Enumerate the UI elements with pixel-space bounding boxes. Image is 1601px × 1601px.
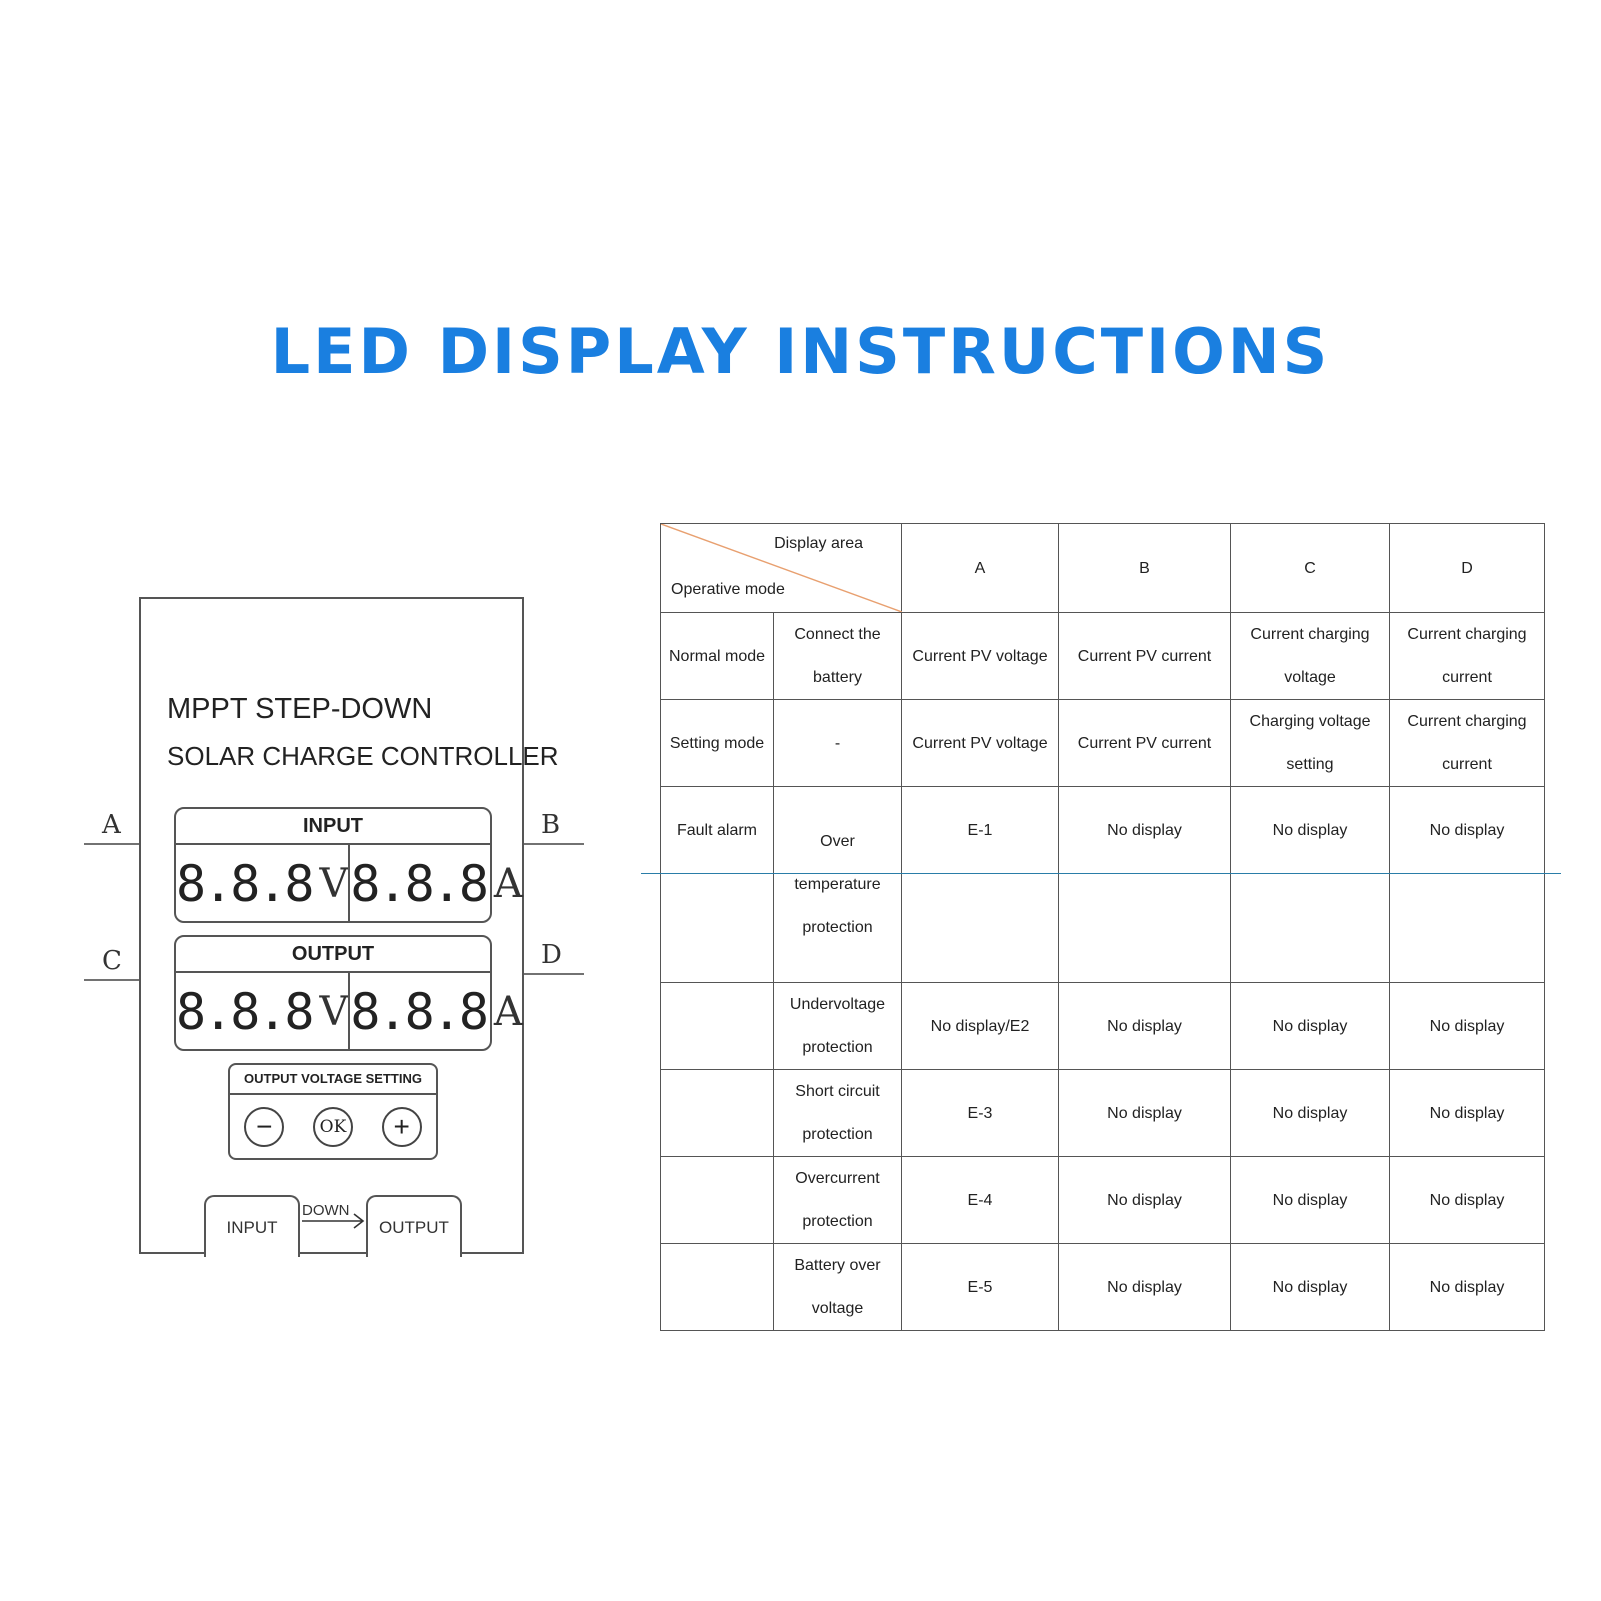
output-panel-label: OUTPUT [176,937,490,973]
column-header-a: A [901,523,1059,613]
input-panel-label: INPUT [176,809,490,845]
controller-diagram: MPPT STEP-DOWN SOLAR CHARGE CONTROLLER I… [139,597,559,1257]
operative-mode-label: Operative mode [671,581,785,598]
volt-unit: V [319,989,349,1035]
table-row: Overcurrent protection E-4 No display No… [660,1156,1545,1244]
controller-title: MPPT STEP-DOWN [167,693,433,725]
display-area-label: Display area [774,535,863,552]
table-cell: No display [1389,1156,1545,1244]
table-row: Battery over voltage E-5 No display No d… [660,1243,1545,1331]
condition-cell: Undervoltage protection [773,982,902,1070]
table-cell: No display [1058,786,1231,983]
table-cell: E-5 [901,1243,1059,1331]
down-label: DOWN [302,1202,350,1219]
page-title: LED DISPLAY INSTRUCTIONS [270,315,1331,388]
table-cell: Current charging current [1389,699,1545,787]
condition-cell: - [773,699,902,787]
table-cell: No display [1230,1069,1390,1157]
amp-unit: A [493,989,523,1035]
minus-button[interactable]: − [244,1106,285,1147]
condition-cell: Connect the battery [773,612,902,700]
condition-cell: Battery over voltage [773,1243,902,1331]
mode-cell: Setting mode [660,699,774,787]
amp-unit: A [493,861,523,907]
input-terminal: INPUT [204,1195,300,1257]
table-cell: No display [1230,1156,1390,1244]
table-row: Fault alarm Over temperature protection … [660,786,1545,983]
display-area-a: 8.8.8 V [176,845,348,923]
display-area-b: 8.8.8 A [348,845,523,923]
mode-cell: Normal mode [660,612,774,700]
output-current-digits: 8.8.8 [350,983,489,1041]
table-cell: No display [1389,1069,1545,1157]
table-cell: No display [1058,1243,1231,1331]
callout-b: B [541,810,561,840]
callout-d: D [541,940,562,970]
table-cell: Current PV voltage [901,699,1059,787]
ok-button[interactable]: OK [312,1106,353,1147]
table-cell: E-3 [901,1069,1059,1157]
empty-mode-cell [660,1069,774,1157]
callout-c: C [102,946,122,976]
table-cell: No display [1230,1243,1390,1331]
table-cell: Charging voltage setting [1230,699,1390,787]
empty-mode-cell [660,982,774,1070]
table-row: Normal mode Connect the battery Current … [660,612,1545,700]
table-cell: Current PV voltage [901,612,1059,700]
table-split-line [641,873,1561,874]
controller-subtitle: SOLAR CHARGE CONTROLLER [167,741,559,771]
table-cell: Current charging voltage [1230,612,1390,700]
table-cell: No display [1058,1069,1231,1157]
right-arrow-icon [302,1213,365,1229]
volt-unit: V [319,861,349,907]
column-header-d: D [1389,523,1545,613]
display-area-c: 8.8.8 V [176,973,348,1051]
table-cell: Current PV current [1058,699,1231,787]
input-current-digits: 8.8.8 [350,855,489,913]
table-cell: No display/E2 [901,982,1059,1070]
output-terminal: OUTPUT [366,1195,462,1257]
table-cell: No display [1230,786,1390,983]
table-cell: Current PV current [1058,612,1231,700]
output-voltage-setting: OUTPUT VOLTAGE SETTING − OK + [228,1063,438,1160]
empty-mode-cell [660,1243,774,1331]
column-header-b: B [1058,523,1231,613]
input-display-panel: INPUT 8.8.8 V 8.8.8 A [174,807,523,923]
table-row: Setting mode - Current PV voltage Curren… [660,699,1545,787]
table-cell: No display [1389,982,1545,1070]
corner-header-cell: Display area Operative mode [660,523,902,613]
callout-a: A [102,810,121,840]
output-display-panel: OUTPUT 8.8.8 V 8.8.8 A [174,935,523,1051]
condition-cell: Overcurrent protection [773,1156,902,1244]
table-row: Undervoltage protection No display/E2 No… [660,982,1545,1070]
condition-cell: Over temperature protection [773,786,902,983]
input-voltage-digits: 8.8.8 [176,855,315,913]
output-voltage-digits: 8.8.8 [176,983,315,1041]
diagonal-divider [661,524,902,612]
empty-mode-cell [660,1156,774,1244]
table-cell: Current charging current [1389,612,1545,700]
display-area-d: 8.8.8 A [348,973,523,1051]
table-cell: E-1 [901,786,1059,983]
display-instructions-table: Display area Operative mode A B C D Norm… [660,523,1545,1331]
table-cell: No display [1230,982,1390,1070]
table-cell: No display [1389,786,1545,983]
setting-label: OUTPUT VOLTAGE SETTING [230,1065,436,1095]
table-cell: E-4 [901,1156,1059,1244]
column-header-c: C [1230,523,1390,613]
table-cell: No display [1058,1156,1231,1244]
mode-cell: Fault alarm [660,786,774,983]
table-cell: No display [1389,1243,1545,1331]
table-header-row: Display area Operative mode A B C D [660,523,1545,613]
plus-button[interactable]: + [381,1106,422,1147]
condition-cell: Short circuit protection [773,1069,902,1157]
table-cell: No display [1058,982,1231,1070]
table-row: Short circuit protection E-3 No display … [660,1069,1545,1157]
